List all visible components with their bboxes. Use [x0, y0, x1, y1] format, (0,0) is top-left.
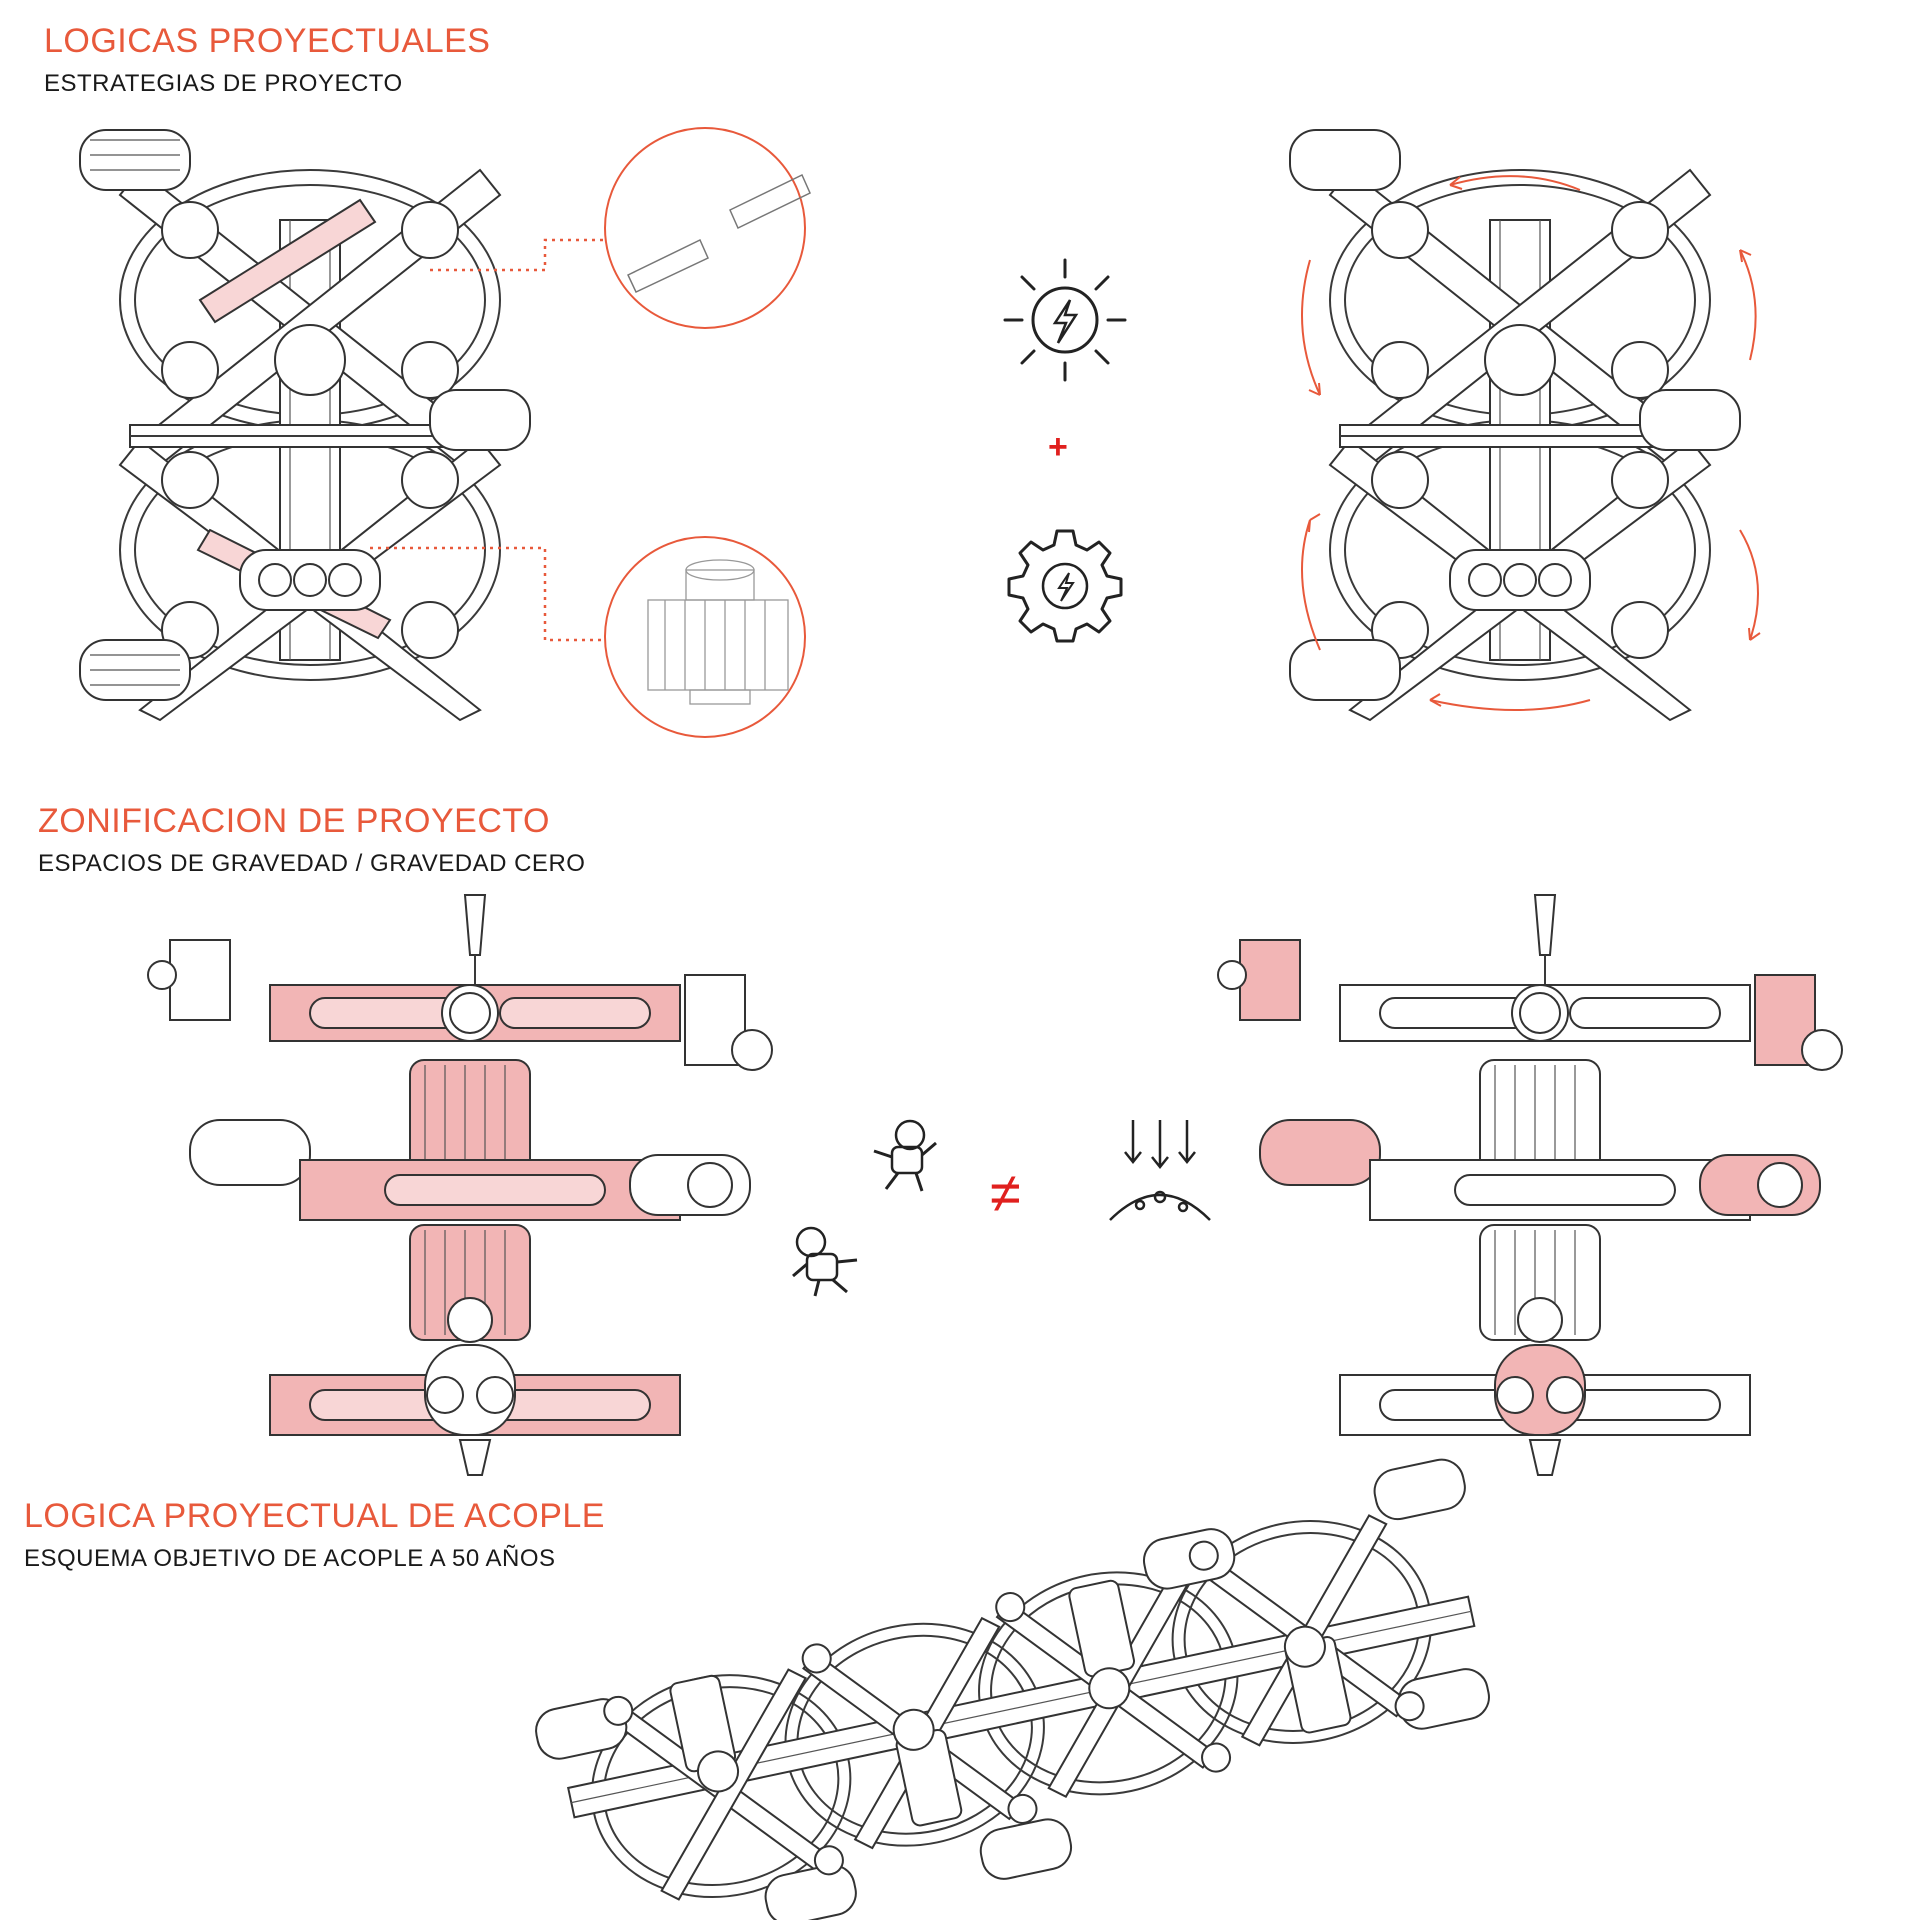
section-3-title: LOGICA PROYECTUAL DE ACOPLE — [24, 1497, 605, 1535]
zoning-elevation-zero-gravity — [147, 894, 773, 1476]
plus-sign: + — [1048, 428, 1068, 466]
zoning-elevation-gravity — [1217, 894, 1843, 1476]
not-equal-sign: ≠ — [990, 1161, 1021, 1224]
rotation-arrow-icon — [1301, 175, 1761, 711]
gravity-planet-icon — [1109, 1120, 1211, 1221]
coupling-scheme-drawing — [535, 1458, 1490, 1920]
detail-callouts — [370, 127, 811, 738]
section-1-title: LOGICAS PROYECTUALES — [44, 22, 491, 60]
gear-energy-icon — [1007, 529, 1123, 643]
section-2-subtitle: ESPACIOS DE GRAVEDAD / GRAVEDAD CERO — [38, 850, 586, 877]
section-2-title: ZONIFICACION DE PROYECTO — [38, 802, 550, 840]
astronaut-icon — [873, 1119, 937, 1192]
detail-circle-beams — [604, 127, 806, 329]
astronaut-icon — [792, 1226, 858, 1297]
sun-energy-icon — [1003, 258, 1127, 382]
detail-circle-module — [604, 536, 806, 738]
section-3-subtitle: ESQUEMA OBJETIVO DE ACOPLE A 50 AÑOS — [24, 1545, 556, 1572]
section-1-subtitle: ESTRATEGIAS DE PROYECTO — [44, 70, 403, 97]
station-plan-right-rotation — [1289, 129, 1761, 722]
station-plan-left — [79, 129, 531, 722]
